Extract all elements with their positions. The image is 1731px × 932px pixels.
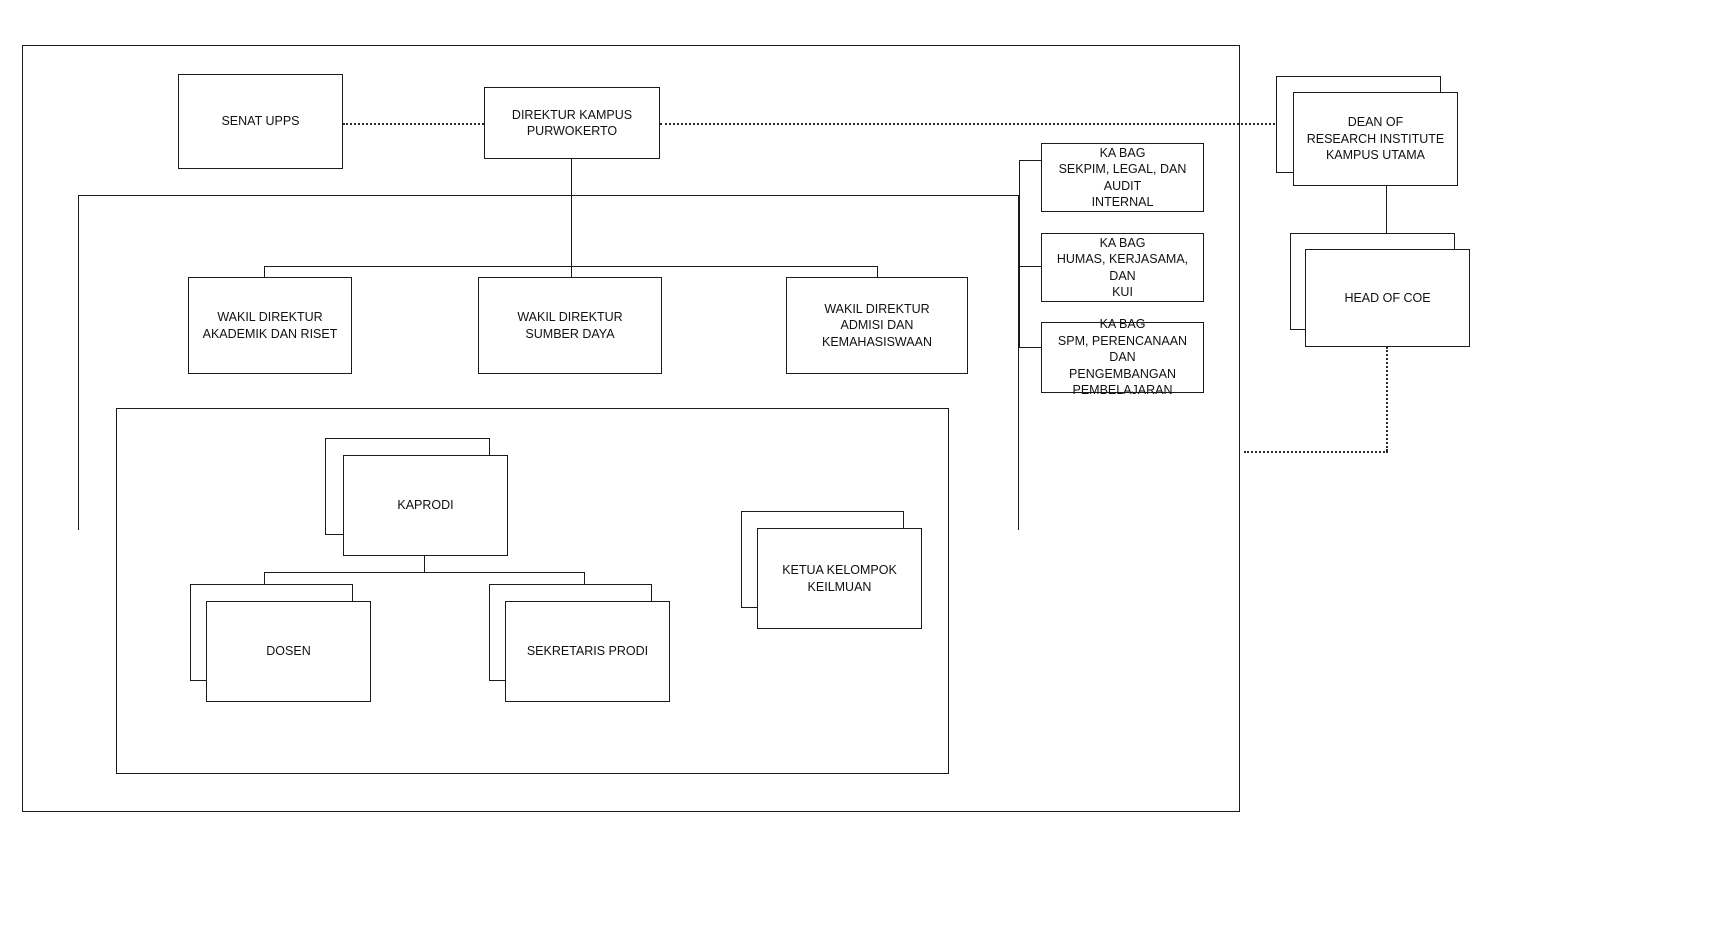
kaprodi-children-bus bbox=[264, 572, 584, 573]
node-wakil-direktur-admisi-label: WAKIL DIREKTUR ADMISI DAN KEMAHASISWAAN bbox=[822, 301, 932, 349]
node-sekretaris-prodi-label: SEKRETARIS PRODI bbox=[526, 644, 649, 659]
campus-outer-frame bbox=[22, 45, 1240, 812]
connector-direktur-dean bbox=[660, 123, 1295, 125]
node-kaprodi-label: KAPRODI bbox=[397, 498, 454, 513]
connector-head-coe-dotted-down bbox=[1386, 347, 1388, 451]
node-head-coe-label: HEAD OF COE bbox=[1344, 290, 1431, 305]
node-sekretaris-prodi[interactable]: SEKRETARIS PRODI bbox=[505, 601, 670, 702]
node-head-coe[interactable]: HEAD OF COE bbox=[1305, 249, 1470, 347]
node-ketua-kelompok-keilmuan-label: KETUA KELOMPOK KEILMUAN bbox=[782, 563, 897, 594]
connector-bus-wakil-akademik bbox=[264, 266, 265, 277]
connector-kabag-sekpim bbox=[1019, 160, 1041, 161]
connector-bus-sekretaris bbox=[584, 572, 585, 584]
node-dean-research-institute[interactable]: DEAN OF RESEARCH INSTITUTE KAMPUS UTAMA bbox=[1293, 92, 1458, 186]
connector-kabag-humas bbox=[1019, 266, 1041, 267]
node-kabag-spm[interactable]: KA BAG SPM, PERENCANAAN DAN PENGEMBANGAN… bbox=[1041, 317, 1204, 397]
node-wakil-direktur-sumber-daya[interactable]: WAKIL DIREKTUR SUMBER DAYA bbox=[478, 277, 662, 374]
node-kabag-humas[interactable]: KA BAG HUMAS, KERJASAMA, DAN KUI bbox=[1041, 233, 1204, 302]
prodi-group-frame bbox=[116, 408, 949, 774]
node-dosen[interactable]: DOSEN bbox=[206, 601, 371, 702]
node-wakil-direktur-akademik-label: WAKIL DIREKTUR AKADEMIK DAN RISET bbox=[202, 310, 338, 341]
node-wakil-direktur-sumber-daya-label: WAKIL DIREKTUR SUMBER DAYA bbox=[517, 310, 623, 341]
connector-senat-direktur bbox=[343, 123, 484, 125]
connector-kabag-spm bbox=[1019, 347, 1041, 348]
connector-head-coe-dotted-left bbox=[1244, 451, 1388, 453]
node-senat-upps[interactable]: SENAT UPPS bbox=[178, 74, 343, 169]
connector-bus-wakil-admisi bbox=[877, 266, 878, 277]
node-direktur-kampus[interactable]: DIREKTUR KAMPUS PURWOKERTO bbox=[484, 87, 660, 159]
direktur-left-bracket bbox=[78, 195, 1019, 530]
node-dosen-label: DOSEN bbox=[266, 644, 311, 659]
node-kabag-humas-label: KA BAG HUMAS, KERJASAMA, DAN KUI bbox=[1056, 235, 1189, 300]
connector-dean-head-coe bbox=[1386, 186, 1387, 236]
connector-direktur-down bbox=[571, 159, 572, 277]
node-kabag-spm-label: KA BAG SPM, PERENCANAAN DAN PENGEMBANGAN… bbox=[1057, 317, 1188, 398]
node-senat-upps-label: SENAT UPPS bbox=[221, 114, 300, 129]
node-kabag-sekpim[interactable]: KA BAG SEKPIM, LEGAL, DAN AUDIT INTERNAL bbox=[1041, 143, 1204, 212]
node-dean-research-institute-label: DEAN OF RESEARCH INSTITUTE KAMPUS UTAMA bbox=[1306, 115, 1445, 163]
node-wakil-direktur-admisi[interactable]: WAKIL DIREKTUR ADMISI DAN KEMAHASISWAAN bbox=[786, 277, 968, 374]
node-kaprodi[interactable]: KAPRODI bbox=[343, 455, 508, 556]
wakil-horizontal-bus bbox=[264, 266, 877, 267]
node-ketua-kelompok-keilmuan[interactable]: KETUA KELOMPOK KEILMUAN bbox=[757, 528, 922, 629]
connector-kaprodi-down bbox=[424, 556, 425, 572]
connector-bus-dosen bbox=[264, 572, 265, 584]
node-direktur-kampus-label: DIREKTUR KAMPUS PURWOKERTO bbox=[511, 107, 633, 139]
kabag-vertical-spine bbox=[1019, 160, 1020, 347]
node-kabag-sekpim-label: KA BAG SEKPIM, LEGAL, DAN AUDIT INTERNAL bbox=[1058, 145, 1187, 210]
node-wakil-direktur-akademik[interactable]: WAKIL DIREKTUR AKADEMIK DAN RISET bbox=[188, 277, 352, 374]
